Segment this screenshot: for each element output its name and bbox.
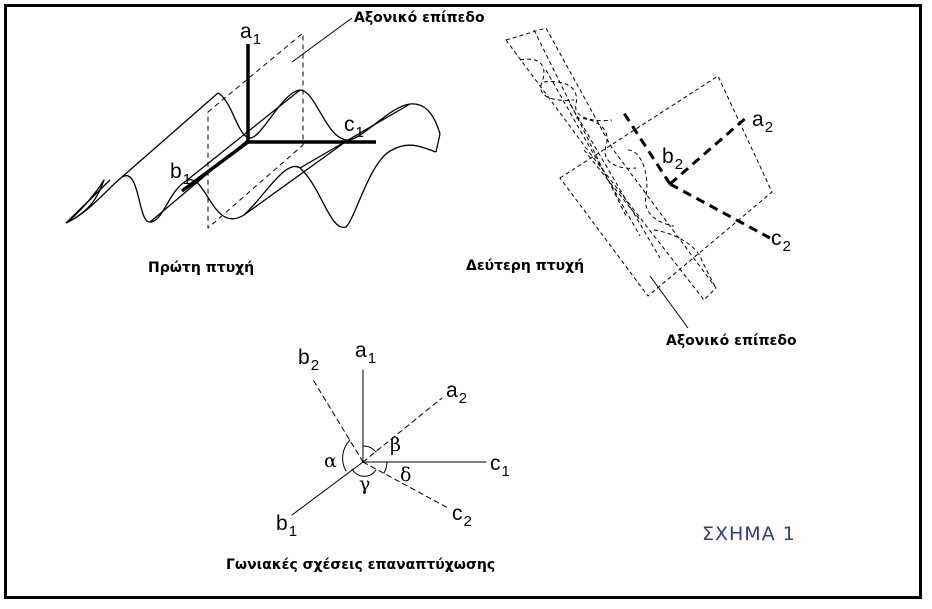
- angular-relations-diagram: [291, 369, 487, 516]
- angle-gamma-arc: [351, 468, 377, 477]
- second-fold-hinge: [653, 229, 717, 289]
- second-fold-limb: [533, 29, 627, 217]
- first-fold-back-profile: [217, 89, 441, 141]
- axial-plane-leader-bottom: [649, 275, 689, 329]
- first-fold-labels: a1 b1 c1: [170, 20, 364, 188]
- angle-beta-arc: [362, 445, 377, 453]
- second-fold-limb: [583, 149, 641, 221]
- label-a2: a2: [752, 108, 773, 136]
- label-a1-angles: a1: [355, 339, 376, 367]
- angle-alpha-arc: [342, 439, 351, 472]
- caption-axial-plane-bottom: Αξονικό επίπεδο: [666, 333, 797, 349]
- angle-alpha-label: α: [324, 450, 337, 472]
- axial-plane-leader-top: [291, 17, 353, 63]
- second-fold-hinge: [519, 58, 575, 101]
- axis-b2-line: [311, 377, 364, 463]
- axis-c2-line: [362, 461, 449, 509]
- angle-delta-arc: [383, 461, 388, 474]
- first-fold-line: [299, 103, 411, 169]
- angle-delta-label: δ: [400, 464, 411, 486]
- first-fold-diagram: [65, 17, 441, 229]
- angle-gamma-label: γ: [359, 473, 370, 495]
- frame-border: [4, 4, 922, 599]
- first-fold-line: [243, 139, 349, 216]
- second-fold-labels: a2 b2 c2: [662, 108, 791, 255]
- second-fold-hinge: [575, 117, 637, 169]
- second-fold-limb: [545, 69, 641, 237]
- first-fold-axial-plane: [207, 32, 304, 229]
- caption-first-fold: Πρώτη πτυχή: [148, 260, 254, 276]
- label-c1-angles: c1: [490, 452, 510, 480]
- second-fold-limb: [569, 103, 661, 259]
- angular-relations-labels: a1 b2 a2 c1 c2 b1 α β γ δ: [276, 339, 510, 540]
- caption-axial-plane-top: Αξονικό επίπεδο: [354, 10, 485, 26]
- axis-c2: [669, 182, 771, 240]
- label-a1: a1: [240, 20, 261, 48]
- second-fold-diagram: [505, 27, 773, 329]
- axis-a2: [669, 114, 749, 186]
- label-c2-angles: c2: [452, 502, 472, 530]
- label-b1: b1: [170, 160, 191, 188]
- label-c1: c1: [344, 113, 364, 141]
- second-fold-hinge: [543, 81, 613, 122]
- first-fold-tip: [65, 179, 105, 224]
- first-fold-line: [121, 92, 219, 178]
- second-fold-layer-outline: [505, 27, 717, 301]
- label-a2-angles: a2: [446, 379, 467, 407]
- caption-angular-relations: Γωνιακές σχέσεις επαναπτύχωσης: [226, 557, 495, 573]
- label-b2-angles: b2: [298, 346, 319, 374]
- label-b1-angles: b1: [276, 512, 297, 540]
- label-b2: b2: [662, 145, 683, 173]
- second-fold-axial-plane: [559, 75, 773, 297]
- axis-b1-line: [291, 461, 364, 516]
- angle-beta-label: β: [390, 434, 401, 456]
- first-fold-front-profile: [65, 144, 437, 228]
- first-fold-line: [185, 89, 301, 182]
- caption-second-fold: Δεύτερη πτυχή: [466, 258, 584, 274]
- second-fold-hinge: [627, 149, 675, 227]
- axis-a2-line: [362, 397, 443, 463]
- axis-b1: [180, 140, 250, 193]
- figure-title: ΣΧΗΜΑ 1: [702, 523, 796, 545]
- label-c2: c2: [771, 227, 791, 255]
- first-fold-line: [435, 133, 441, 153]
